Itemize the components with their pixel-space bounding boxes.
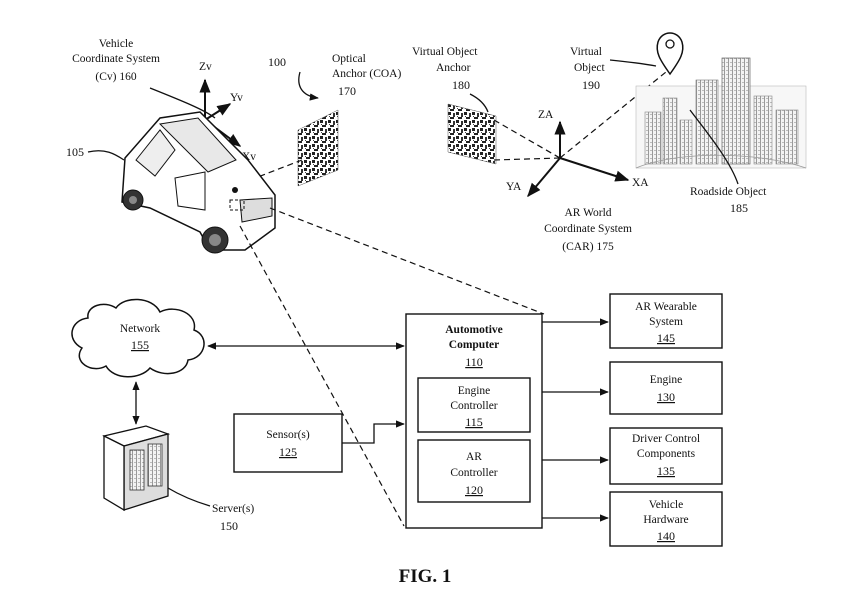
network-name: Network xyxy=(120,323,160,335)
server-name: Server(s) xyxy=(212,503,254,515)
virtual-object-leader xyxy=(609,59,657,67)
optical-anchor-qr xyxy=(297,109,339,187)
engine-controller-name-1: Engine xyxy=(458,385,491,397)
roadside-leader xyxy=(689,109,739,185)
vehicle-hardware-name-1: Vehicle xyxy=(649,499,683,511)
optical-anchor-label-2: Anchor (COA) xyxy=(332,68,401,80)
engine-controller-box xyxy=(417,377,531,433)
virtual-object-anchor-label-2: Anchor xyxy=(436,62,471,74)
ar-controller-name-2: Controller xyxy=(450,467,497,479)
sensor-box xyxy=(233,413,343,473)
ref-105: 105 xyxy=(66,145,84,159)
virtual-object-label-3: 190 xyxy=(582,78,600,92)
roadside-object-label-1: Roadside Object xyxy=(690,186,767,198)
sensor-name: Sensor(s) xyxy=(266,429,310,441)
network-cloud xyxy=(71,298,205,378)
roadside-object-label-2: 185 xyxy=(730,201,748,215)
vehicle-hardware-box xyxy=(609,491,723,547)
driver-control-box xyxy=(609,427,723,485)
roadside-object-city xyxy=(635,57,807,169)
xa-axis xyxy=(559,157,630,182)
virtual-object-anchor-label-3: 180 xyxy=(452,78,470,92)
sensor-ref: 125 xyxy=(279,445,297,459)
engine-ref: 130 xyxy=(657,390,675,404)
optical-anchor-label-3: 170 xyxy=(338,84,356,98)
ar-world-cs-label-1: AR World xyxy=(564,207,611,219)
ar-controller-name-1: AR xyxy=(466,451,482,463)
vehicle-hardware-ref: 140 xyxy=(657,529,675,543)
vehicle-cs-label-2: Coordinate System xyxy=(72,53,160,65)
network-ref: 155 xyxy=(131,338,149,352)
driver-control-name-2: Components xyxy=(637,448,696,460)
vehicle-hardware-name-2: Hardware xyxy=(643,514,688,526)
server-ref: 150 xyxy=(220,519,238,533)
virtual-object-label-2: Object xyxy=(574,62,605,74)
ar-controller-ref: 120 xyxy=(465,483,483,497)
engine-box xyxy=(609,361,723,415)
virtual-object-label-1: Virtual xyxy=(570,46,602,58)
automotive-computer-name-2: Computer xyxy=(449,339,499,351)
voa-dash-2 xyxy=(493,157,561,161)
yv-axis xyxy=(204,103,232,121)
automotive-computer-name-1: Automotive xyxy=(445,324,503,336)
xa-label: XA xyxy=(632,177,649,189)
vehicle-van xyxy=(121,111,276,254)
vehicle-cs-label-3: (Cv) 160 xyxy=(95,71,136,83)
ya-axis xyxy=(527,157,561,198)
server-icon xyxy=(102,425,171,512)
vehicle-cs-label-1: Vehicle xyxy=(99,38,133,50)
ar-controller-box xyxy=(417,439,531,503)
virtual-object-anchor-label-1: Virtual Object xyxy=(412,46,478,58)
vehicle-computer-dash-1 xyxy=(269,207,545,315)
yv-label: Yv xyxy=(230,92,243,104)
virtual-object-anchor-qr xyxy=(447,103,497,165)
zv-label: Zv xyxy=(199,61,212,73)
ref-105-leader xyxy=(87,150,125,161)
ar-wearable-ref: 145 xyxy=(657,331,675,345)
za-label: ZA xyxy=(538,109,554,121)
ar-world-cs-label-2: Coordinate System xyxy=(544,223,632,235)
ya-label: YA xyxy=(506,181,522,193)
ar-world-cs-label-3: (CAR) 175 xyxy=(562,241,614,253)
engine-controller-ref: 115 xyxy=(465,415,483,429)
ar-wearable-name-1: AR Wearable xyxy=(635,301,697,313)
sensor-computer-link xyxy=(342,420,405,444)
figure-label: FIG. 1 xyxy=(399,566,452,587)
vehicle-computer-dash-2 xyxy=(239,225,405,527)
driver-control-name-1: Driver Control xyxy=(632,433,700,445)
ar-wearable-name-2: System xyxy=(649,316,683,328)
ar-wearable-box xyxy=(609,293,723,349)
voa-leader xyxy=(469,93,489,113)
engine-name: Engine xyxy=(650,374,683,386)
driver-control-ref: 135 xyxy=(657,464,675,478)
automotive-computer-ref: 110 xyxy=(465,355,483,369)
optical-anchor-label-1: Optical xyxy=(332,53,366,65)
location-pin-icon xyxy=(656,32,684,76)
ref-100-arrow xyxy=(298,71,319,101)
voa-dash-1 xyxy=(493,119,561,159)
ref-100: 100 xyxy=(268,55,286,69)
engine-controller-name-2: Controller xyxy=(450,400,497,412)
server-leader xyxy=(167,487,211,507)
